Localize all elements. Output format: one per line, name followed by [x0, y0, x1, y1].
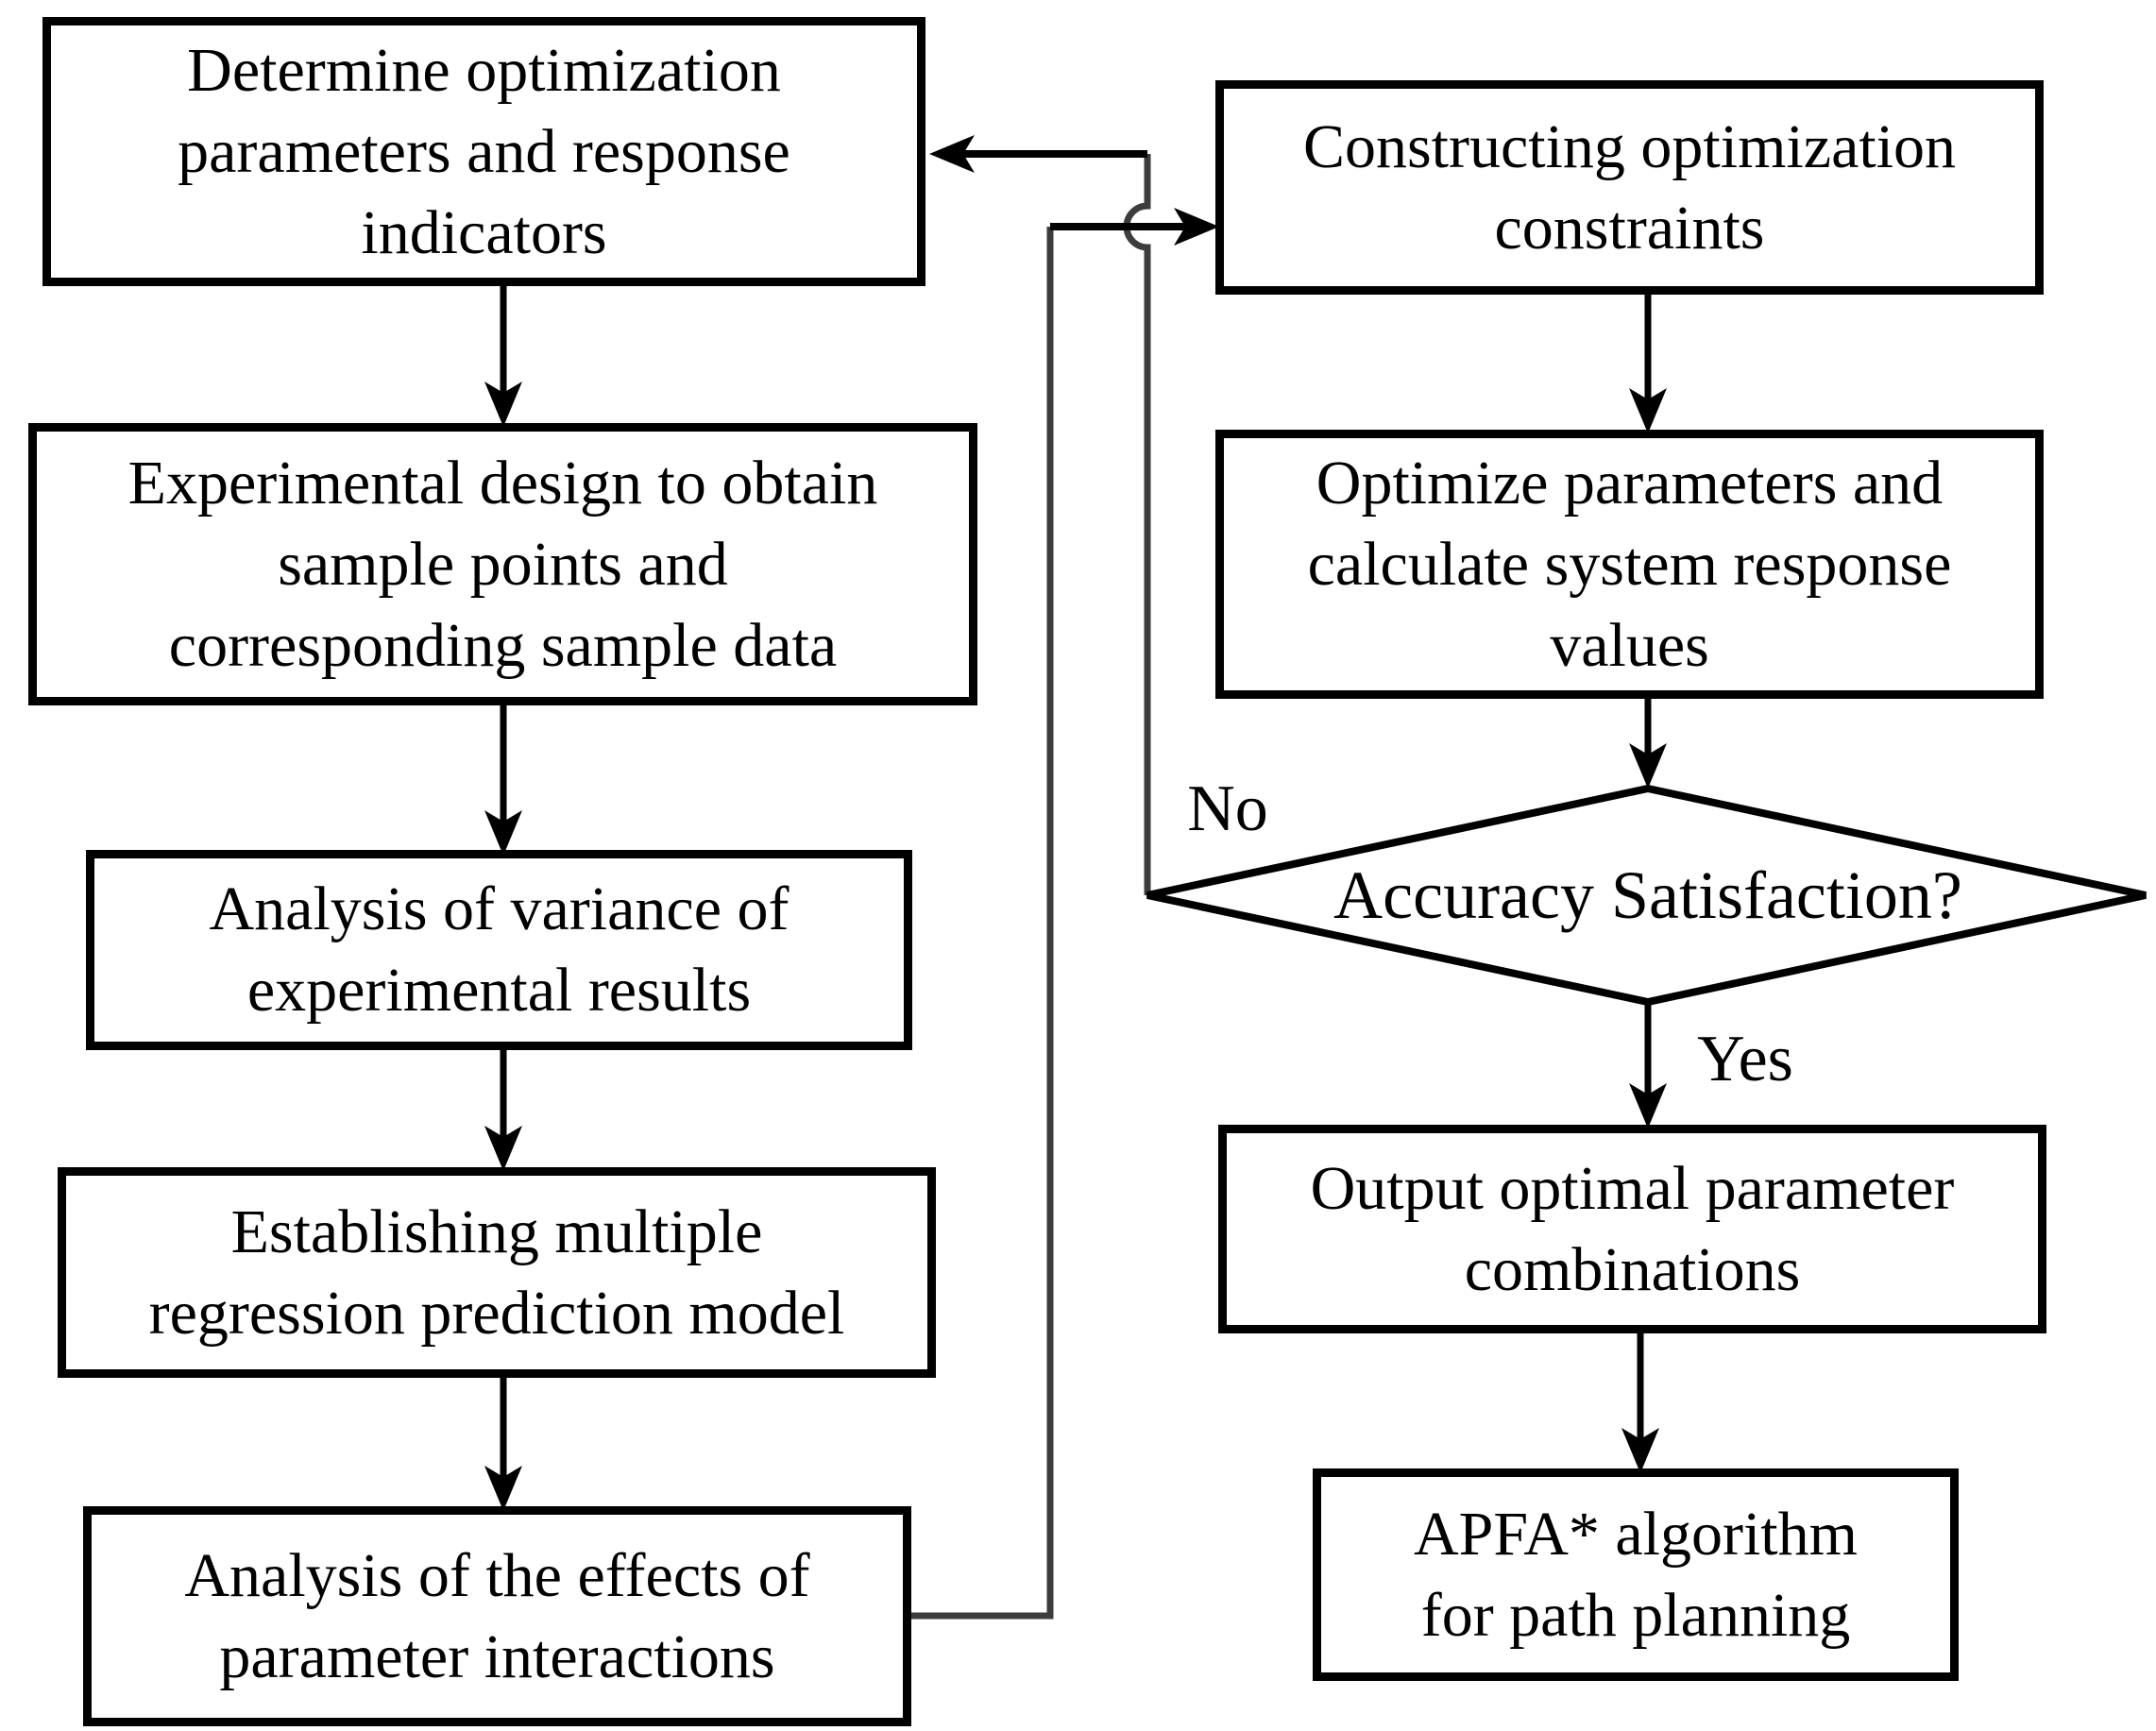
- branch-label-yes: Yes: [1697, 1023, 1793, 1095]
- text-line: Output optimal parameter: [1310, 1153, 1955, 1223]
- arrowhead-down: [1629, 388, 1667, 433]
- text-line: parameters and response: [178, 116, 790, 186]
- arrowhead-down: [484, 382, 522, 427]
- interactions-to-constraints-line: [911, 227, 1054, 1620]
- arrowhead-left-into-determine: [929, 135, 975, 173]
- text-line: corresponding sample data: [168, 610, 838, 680]
- arrowhead-down: [484, 1126, 522, 1171]
- node-apfa-path-planning: APFA* algorithm for path planning: [1313, 1468, 1959, 1681]
- text-line: Determine optimization: [187, 35, 781, 105]
- arrowhead-down: [484, 810, 522, 856]
- arrowhead-right-into-constraints: [1174, 208, 1219, 246]
- text-line: Constructing optimization: [1302, 111, 1957, 181]
- text-line: constraints: [1494, 193, 1765, 263]
- text-line: regression prediction model: [148, 1278, 845, 1348]
- node-variance-analysis: Analysis of variance of experimental res…: [86, 850, 912, 1050]
- decision-diamond: [1146, 784, 2147, 1007]
- node-determine-parameters: Determine optimization parameters and re…: [42, 17, 925, 286]
- arrowhead-down: [1629, 1083, 1667, 1129]
- text-line: APFA* algorithm: [1414, 1499, 1858, 1569]
- text-line: indicators: [361, 197, 607, 267]
- decision-label: Accuracy Satisfaction?: [1333, 857, 1962, 933]
- node-interaction-analysis: Analysis of the effects of parameter int…: [83, 1506, 911, 1726]
- text-line: Analysis of variance of: [209, 874, 789, 943]
- text-line: experimental results: [246, 956, 752, 1025]
- arrowhead-down: [484, 1466, 522, 1511]
- text-line: sample points and: [278, 529, 728, 599]
- text-line: Establishing multiple: [230, 1196, 763, 1266]
- text-line: Analysis of the effects of: [184, 1540, 810, 1610]
- node-optimize-parameters: Optimize parameters and calculate system…: [1215, 430, 2044, 699]
- text-line: parameter interactions: [219, 1621, 775, 1691]
- text-line: Experimental design to obtain: [127, 448, 878, 518]
- text-line: combinations: [1464, 1234, 1801, 1304]
- node-output-optimal: Output optimal parameter combinations: [1218, 1125, 2046, 1333]
- text-line: values: [1550, 610, 1709, 680]
- node-experimental-design: Experimental design to obtain sample poi…: [28, 423, 977, 705]
- branch-label-no: No: [1187, 772, 1268, 845]
- text-line: calculate system response: [1307, 529, 1952, 599]
- text-line: Optimize parameters and: [1316, 448, 1944, 518]
- text-line: for path planning: [1420, 1580, 1851, 1650]
- arrowhead-down: [1629, 743, 1667, 789]
- arrowhead-down: [1621, 1428, 1659, 1473]
- node-constructing-constraints: Constructing optimization constraints: [1215, 80, 2044, 295]
- no-feedback-line: [1123, 154, 1151, 895]
- node-regression-model: Establishing multiple regression predict…: [58, 1167, 936, 1378]
